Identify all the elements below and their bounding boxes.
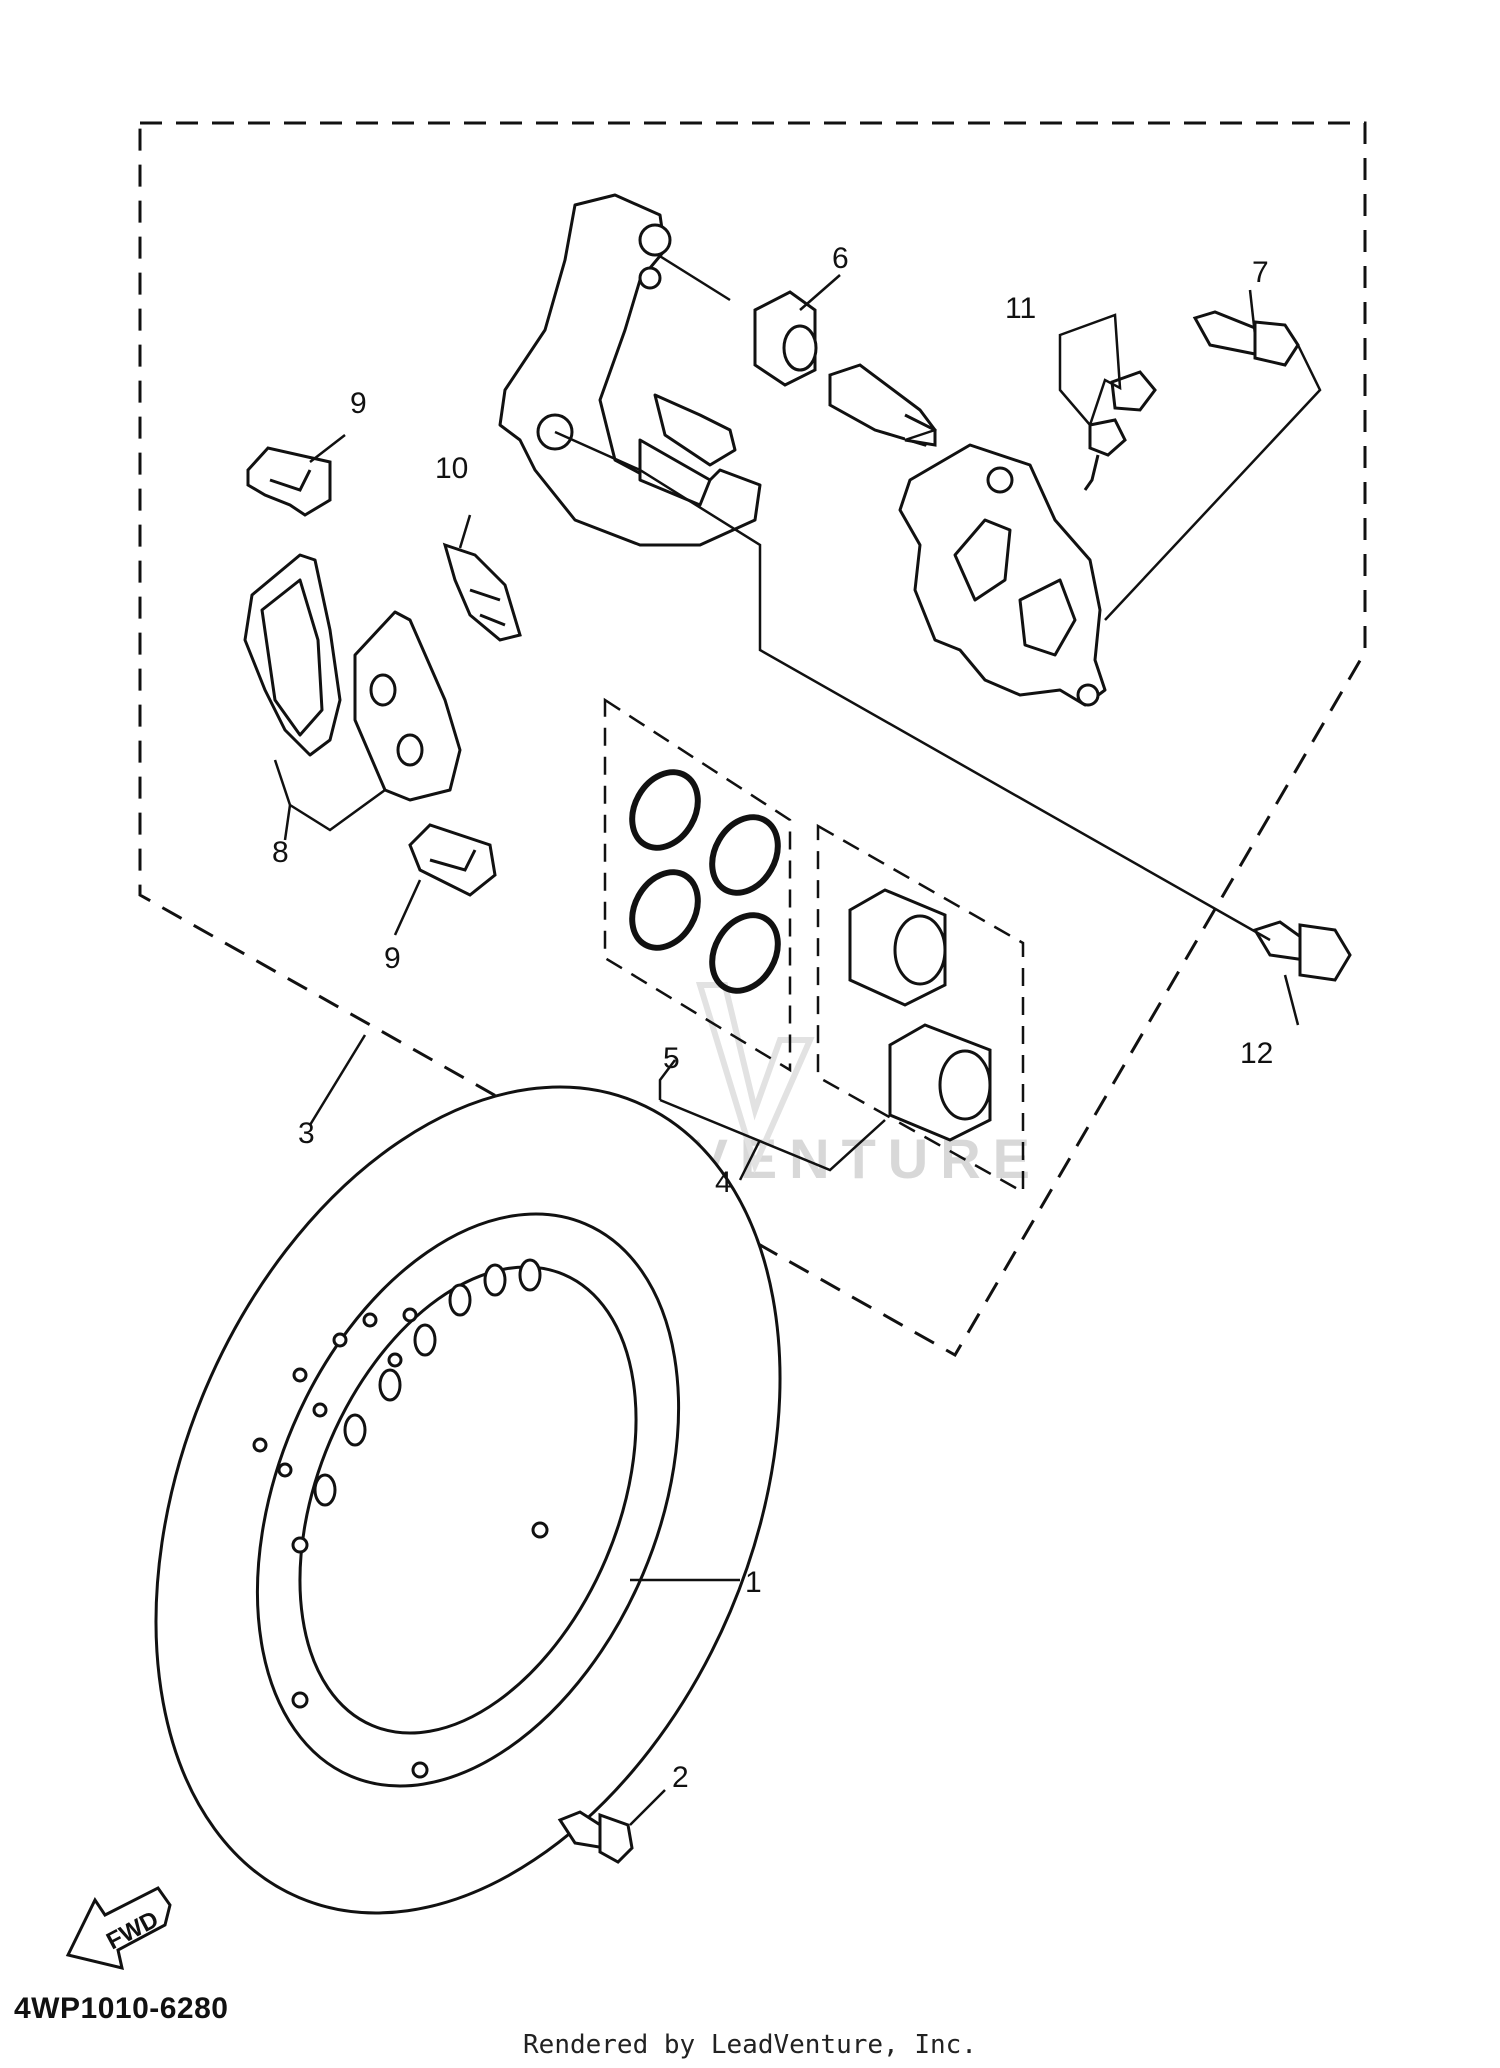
callout-11: 11 [1005,292,1036,325]
callouts: 1 2 3 4 5 6 7 8 9 9 10 11 12 [272,242,1273,1794]
diagram-code: 4WP1010-6280 [14,1992,229,2025]
brake-disc [154,1085,782,1915]
callout-10: 10 [435,452,468,485]
brake-pads [243,553,462,802]
callout-9-top: 9 [350,387,367,420]
seal-kit-boundary [603,697,792,1073]
slide-pin [828,363,937,447]
slide-pin-boot [753,290,818,387]
piston-kit-boundary [816,823,1025,1195]
callout-12: 12 [1240,1037,1273,1070]
bleed-screw [1083,370,1157,491]
callout-6: 6 [832,242,849,275]
callout-9-bottom: 9 [384,942,401,975]
callout-4: 4 [715,1166,732,1199]
callout-1: 1 [745,1566,762,1599]
caliper-bracket [498,193,762,547]
pad-clip-bottom [408,823,497,897]
callout-5: 5 [663,1042,680,1075]
pistons [848,888,992,1142]
forward-arrow-icon: FWD [65,1886,172,1971]
credit-line: Rendered by LeadVenture, Inc. [523,2030,977,2060]
caliper-body [898,443,1107,707]
caliper-bolt-7 [1192,310,1300,367]
leader-lines [273,253,1322,1826]
pad-clip-top [246,446,332,517]
callout-8: 8 [272,836,289,869]
mounting-bolt-12 [1252,920,1352,982]
piston-seals [629,769,781,994]
callout-7: 7 [1252,256,1269,289]
callout-3: 3 [298,1117,315,1150]
assembly-boundary [138,121,1367,1358]
callout-2: 2 [672,1761,689,1794]
pad-spring [442,542,522,642]
disc-screw [557,1810,634,1864]
